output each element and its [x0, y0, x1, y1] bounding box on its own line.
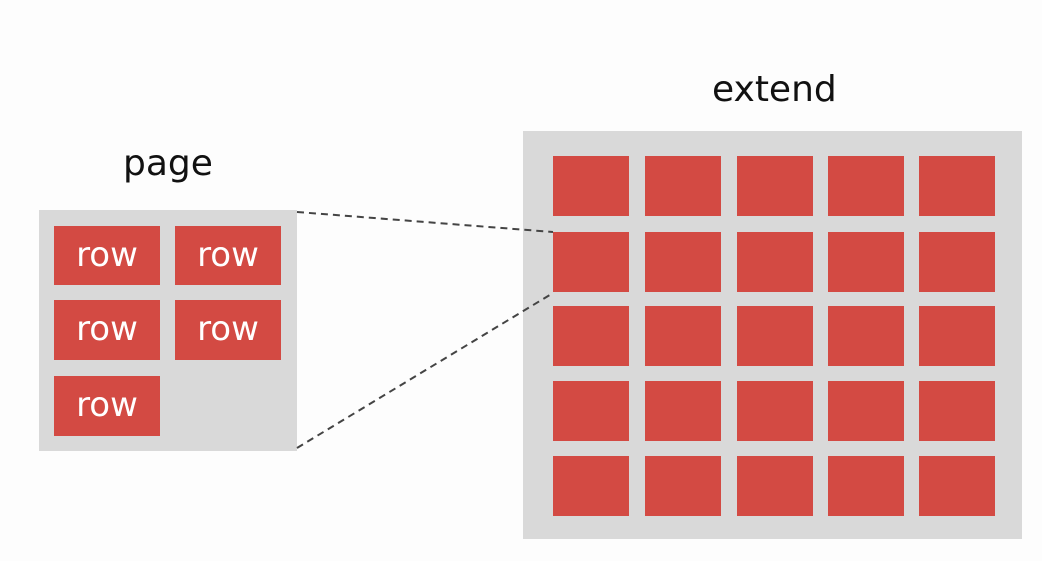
extend-cell: [919, 306, 995, 366]
extend-cell: [919, 456, 995, 516]
extend-cell: [919, 381, 995, 441]
extend-cell: [553, 381, 629, 441]
extend-cell: [737, 306, 813, 366]
extend-cell: [737, 456, 813, 516]
page-panel: row row row row row: [39, 210, 297, 451]
extend-cell: [828, 232, 904, 292]
page-title: page: [123, 143, 213, 184]
extend-cell: [919, 156, 995, 216]
page-row: row: [54, 376, 160, 436]
extend-cell: [553, 232, 629, 292]
extend-cell: [553, 456, 629, 516]
page-row: row: [54, 300, 160, 360]
extend-cell: [737, 156, 813, 216]
extend-cell: [553, 306, 629, 366]
page-row: row: [175, 226, 281, 285]
extend-cell: [919, 232, 995, 292]
connector-line-bottom: [296, 292, 554, 449]
extend-cell: [645, 456, 721, 516]
extend-panel: [523, 131, 1022, 539]
extend-cell: [828, 456, 904, 516]
extend-cell: [737, 381, 813, 441]
extend-cell: [645, 381, 721, 441]
extend-cell: [553, 156, 629, 216]
extend-cell: [645, 232, 721, 292]
extend-cell: [645, 306, 721, 366]
extend-cell: [737, 232, 813, 292]
extend-cell: [828, 306, 904, 366]
page-row: row: [175, 300, 281, 360]
extend-cell: [645, 156, 721, 216]
extend-cell: [828, 381, 904, 441]
extend-title: extend: [712, 69, 837, 110]
connector-line-top: [296, 211, 554, 233]
extend-cell: [828, 156, 904, 216]
page-row: row: [54, 226, 160, 285]
